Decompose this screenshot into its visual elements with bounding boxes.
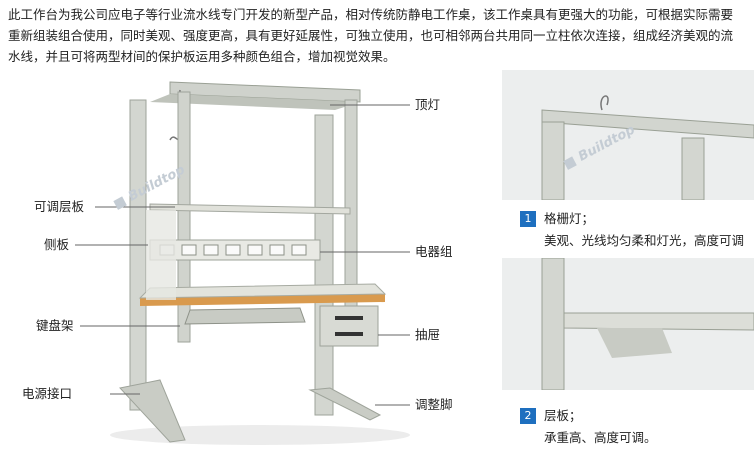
left-front-post xyxy=(129,99,147,411)
feature-2-title: 层板； xyxy=(544,408,582,423)
feature-2-desc: 承重高、高度可调。 xyxy=(544,430,657,445)
left-back-post xyxy=(177,91,191,343)
label-shelf: 可调层板 xyxy=(34,199,85,214)
feature-1-title: 格栅灯； xyxy=(544,211,595,226)
feature-1-desc: 美观、光线均匀柔和灯光，高度可调 xyxy=(544,233,745,248)
intro-line-3: 水线，并且可将两型材间的保护板运用多种颜色组合，增加视觉效果。 xyxy=(8,49,396,64)
feature-2: 2 层板； 承重高、高度可调。 xyxy=(520,405,657,449)
shelf-detail-drawing xyxy=(541,258,754,390)
right-front-post xyxy=(314,114,334,416)
adjustable-shelf xyxy=(149,203,351,215)
label-top-light: 顶灯 xyxy=(415,97,441,112)
feature-1: 1 格栅灯； 美观、光线均匀柔和灯光，高度可调 xyxy=(520,208,744,252)
label-foot: 调整脚 xyxy=(415,397,453,412)
label-electrical: 电器组 xyxy=(415,244,453,259)
label-keyboard-tray: 键盘架 xyxy=(36,318,74,333)
detail-photo-shelf xyxy=(502,258,754,390)
keyboard-tray xyxy=(184,307,306,325)
label-side-panel: 侧板 xyxy=(44,237,70,252)
intro-paragraph: 此工作台为我公司应电子等行业流水线专门开发的新型产品，相对传统防静电工作桌，该工… xyxy=(8,4,754,67)
right-foot xyxy=(308,387,382,421)
drawer-unit xyxy=(319,305,379,347)
label-drawer: 抽屉 xyxy=(415,327,441,342)
side-panel xyxy=(146,210,176,300)
light-detail-drawing xyxy=(541,95,754,200)
floor-shadow xyxy=(110,425,410,445)
right-back-post xyxy=(344,99,358,341)
left-foot xyxy=(119,379,186,443)
feature-2-number: 2 xyxy=(520,408,536,424)
feature-1-number: 1 xyxy=(520,211,536,227)
intro-line-1: 此工作台为我公司应电子等行业流水线专门开发的新型产品，相对传统防静电工作桌，该工… xyxy=(8,7,734,22)
workbench-illustration xyxy=(75,81,410,445)
intro-line-2: 重新组装组合使用，同时美观、强度更高，具有更好延展性，可独立使用，也可相邻两台共… xyxy=(8,28,734,43)
label-power-port: 电源接口 xyxy=(22,386,73,401)
detail-photo-light xyxy=(502,70,754,200)
